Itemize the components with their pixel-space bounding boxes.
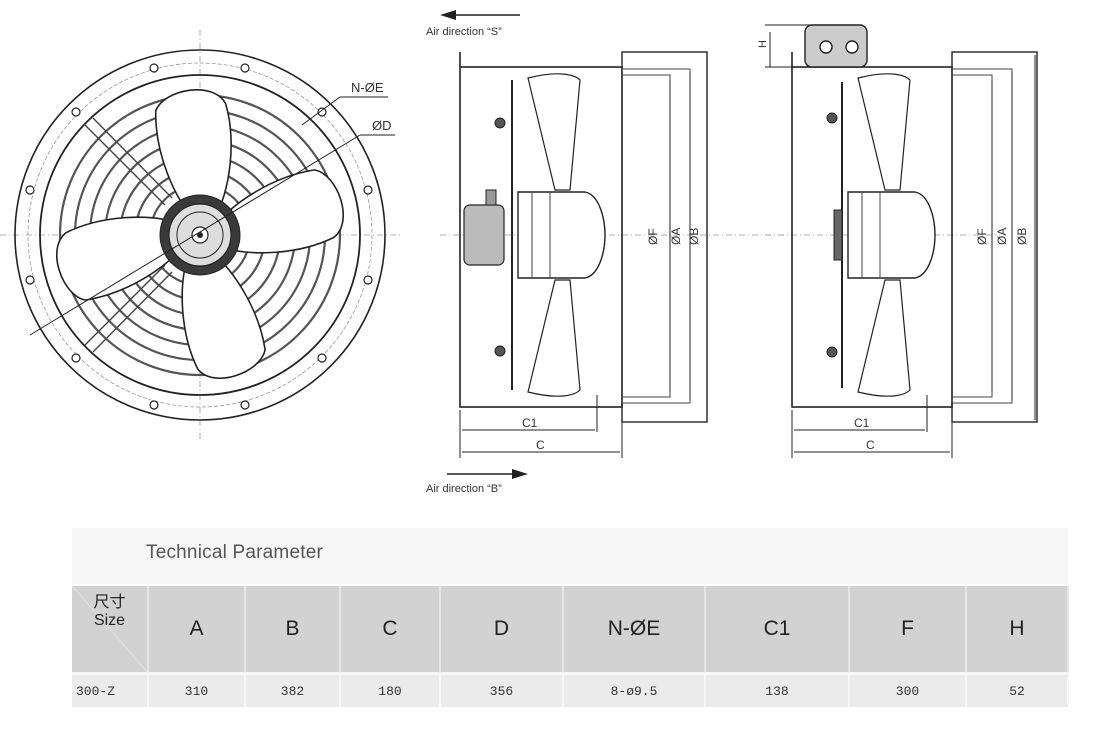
diameter-d-label: ØD [372, 118, 392, 133]
dim-f-left: ØF [646, 228, 660, 245]
size-header-cn: 尺寸 [93, 594, 126, 611]
arrow-left-icon [440, 10, 456, 20]
dim-b-right: ØB [1015, 228, 1029, 245]
col-header-c: C [340, 586, 441, 674]
col-header-b: B [245, 586, 341, 674]
col-header-c1: C1 [705, 586, 850, 674]
arrow-right-icon [512, 469, 528, 479]
table-title-band: Technical Parameter [72, 528, 1068, 584]
cell-d: 356 [440, 672, 564, 707]
dim-f-right: ØF [975, 228, 989, 245]
col-header-h: H [966, 586, 1069, 674]
cell-n-e: 8-ø9.5 [563, 672, 706, 707]
holes-label: N-ØE [351, 80, 384, 95]
dim-b-left: ØB [687, 228, 701, 245]
table-header-row: 尺寸 Size A B C D N-ØE C1 F H [72, 586, 1069, 674]
dim-a-left: ØA [669, 228, 683, 245]
cell-size: 300-Z [72, 672, 149, 707]
side-view-left: Air direction “S” ØF ØA ØB C1 C [426, 10, 790, 495]
dim-c-left: C [536, 438, 545, 452]
cell-a: 310 [148, 672, 246, 707]
cell-b: 382 [245, 672, 341, 707]
col-header-d: D [440, 586, 564, 674]
cell-h: 52 [966, 672, 1069, 707]
dim-h: H [757, 40, 769, 48]
size-header: 尺寸 Size [72, 586, 149, 674]
col-header-n-e: N-ØE [563, 586, 706, 674]
dim-a-right: ØA [995, 228, 1009, 245]
side-view-right: H ØF ØA ØB C1 C [757, 24, 1038, 458]
cell-c: 180 [340, 672, 441, 707]
front-view: N-ØE ØD [0, 30, 400, 440]
table-row: 300-Z 310 382 180 356 8-ø9.5 138 300 52 [72, 672, 1069, 707]
cell-f: 300 [849, 672, 967, 707]
col-header-a: A [148, 586, 246, 674]
dim-c-right: C [866, 438, 875, 452]
air-direction-s: Air direction “S” [426, 26, 502, 38]
technical-drawing: N-ØE ØD Air direction “S” ØF ØA ØB [0, 10, 1038, 495]
cell-c1: 138 [705, 672, 850, 707]
technical-parameter-section: Technical Parameter 尺寸 Size A B C D N-ØE… [72, 528, 1069, 707]
dim-c1-left: C1 [522, 416, 538, 430]
air-direction-b: Air direction “B” [426, 483, 502, 495]
col-header-f: F [849, 586, 967, 674]
dim-c1-right: C1 [854, 416, 870, 430]
parameter-table: 尺寸 Size A B C D N-ØE C1 F H 300-Z 310 38… [72, 586, 1069, 707]
table-title: Technical Parameter [146, 542, 323, 563]
size-header-en: Size [93, 612, 126, 629]
